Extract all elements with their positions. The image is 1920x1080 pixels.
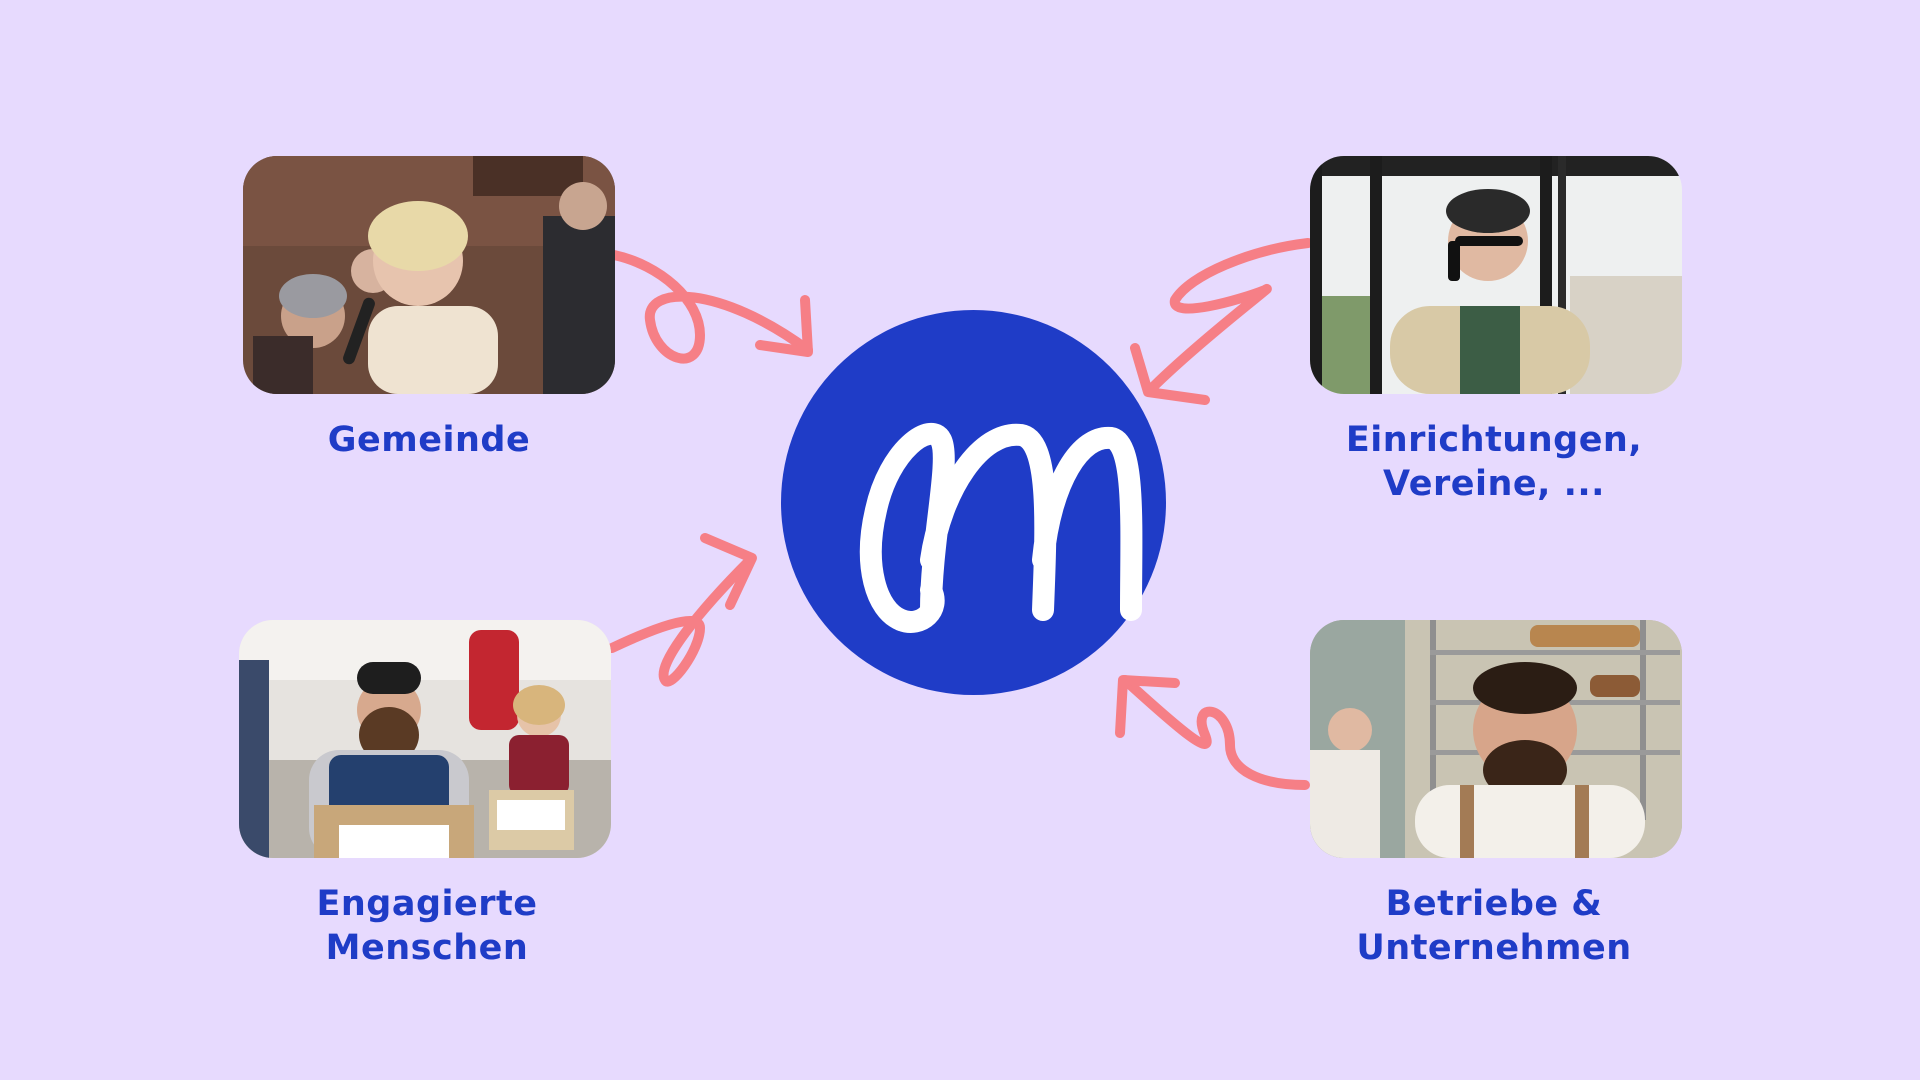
label-engagierte: Engagierte Menschen [197, 882, 657, 970]
brand-m-logo-icon [859, 423, 1143, 633]
photo-woman-speaking-into-microphone [243, 156, 615, 394]
label-line: Engagierte [316, 884, 538, 924]
photo-smiling-baker-in-bakery [1310, 620, 1682, 858]
label-einrichtungen: Einrichtungen, Vereine, ... [1264, 418, 1724, 506]
label-betriebe: Betriebe & Unternehmen [1264, 882, 1724, 970]
photo-volunteers-carrying-donation-boxes [239, 620, 611, 858]
label-line: Vereine, ... [1383, 464, 1605, 504]
photo-betriebe [1310, 620, 1682, 858]
photo-einrichtungen [1310, 156, 1682, 394]
label-line: Einrichtungen, [1345, 420, 1643, 460]
arrow-betriebe-to-center [1120, 675, 1310, 790]
photo-man-on-phone-by-window [1310, 156, 1682, 394]
arrow-engagierte-head [700, 533, 757, 610]
arrow-gemeinde-to-center [609, 250, 813, 364]
label-line: Unternehmen [1356, 928, 1632, 968]
arrow-engagierte-to-center [607, 555, 755, 687]
label-gemeinde: Gemeinde [199, 418, 659, 462]
photo-engagierte [239, 620, 611, 858]
label-line: Menschen [325, 928, 529, 968]
label-line: Gemeinde [327, 420, 531, 460]
arrow-einrichtungen-to-center [1145, 238, 1313, 395]
center-logo [781, 310, 1166, 695]
photo-gemeinde [243, 156, 615, 394]
label-line: Betriebe & [1385, 884, 1603, 924]
